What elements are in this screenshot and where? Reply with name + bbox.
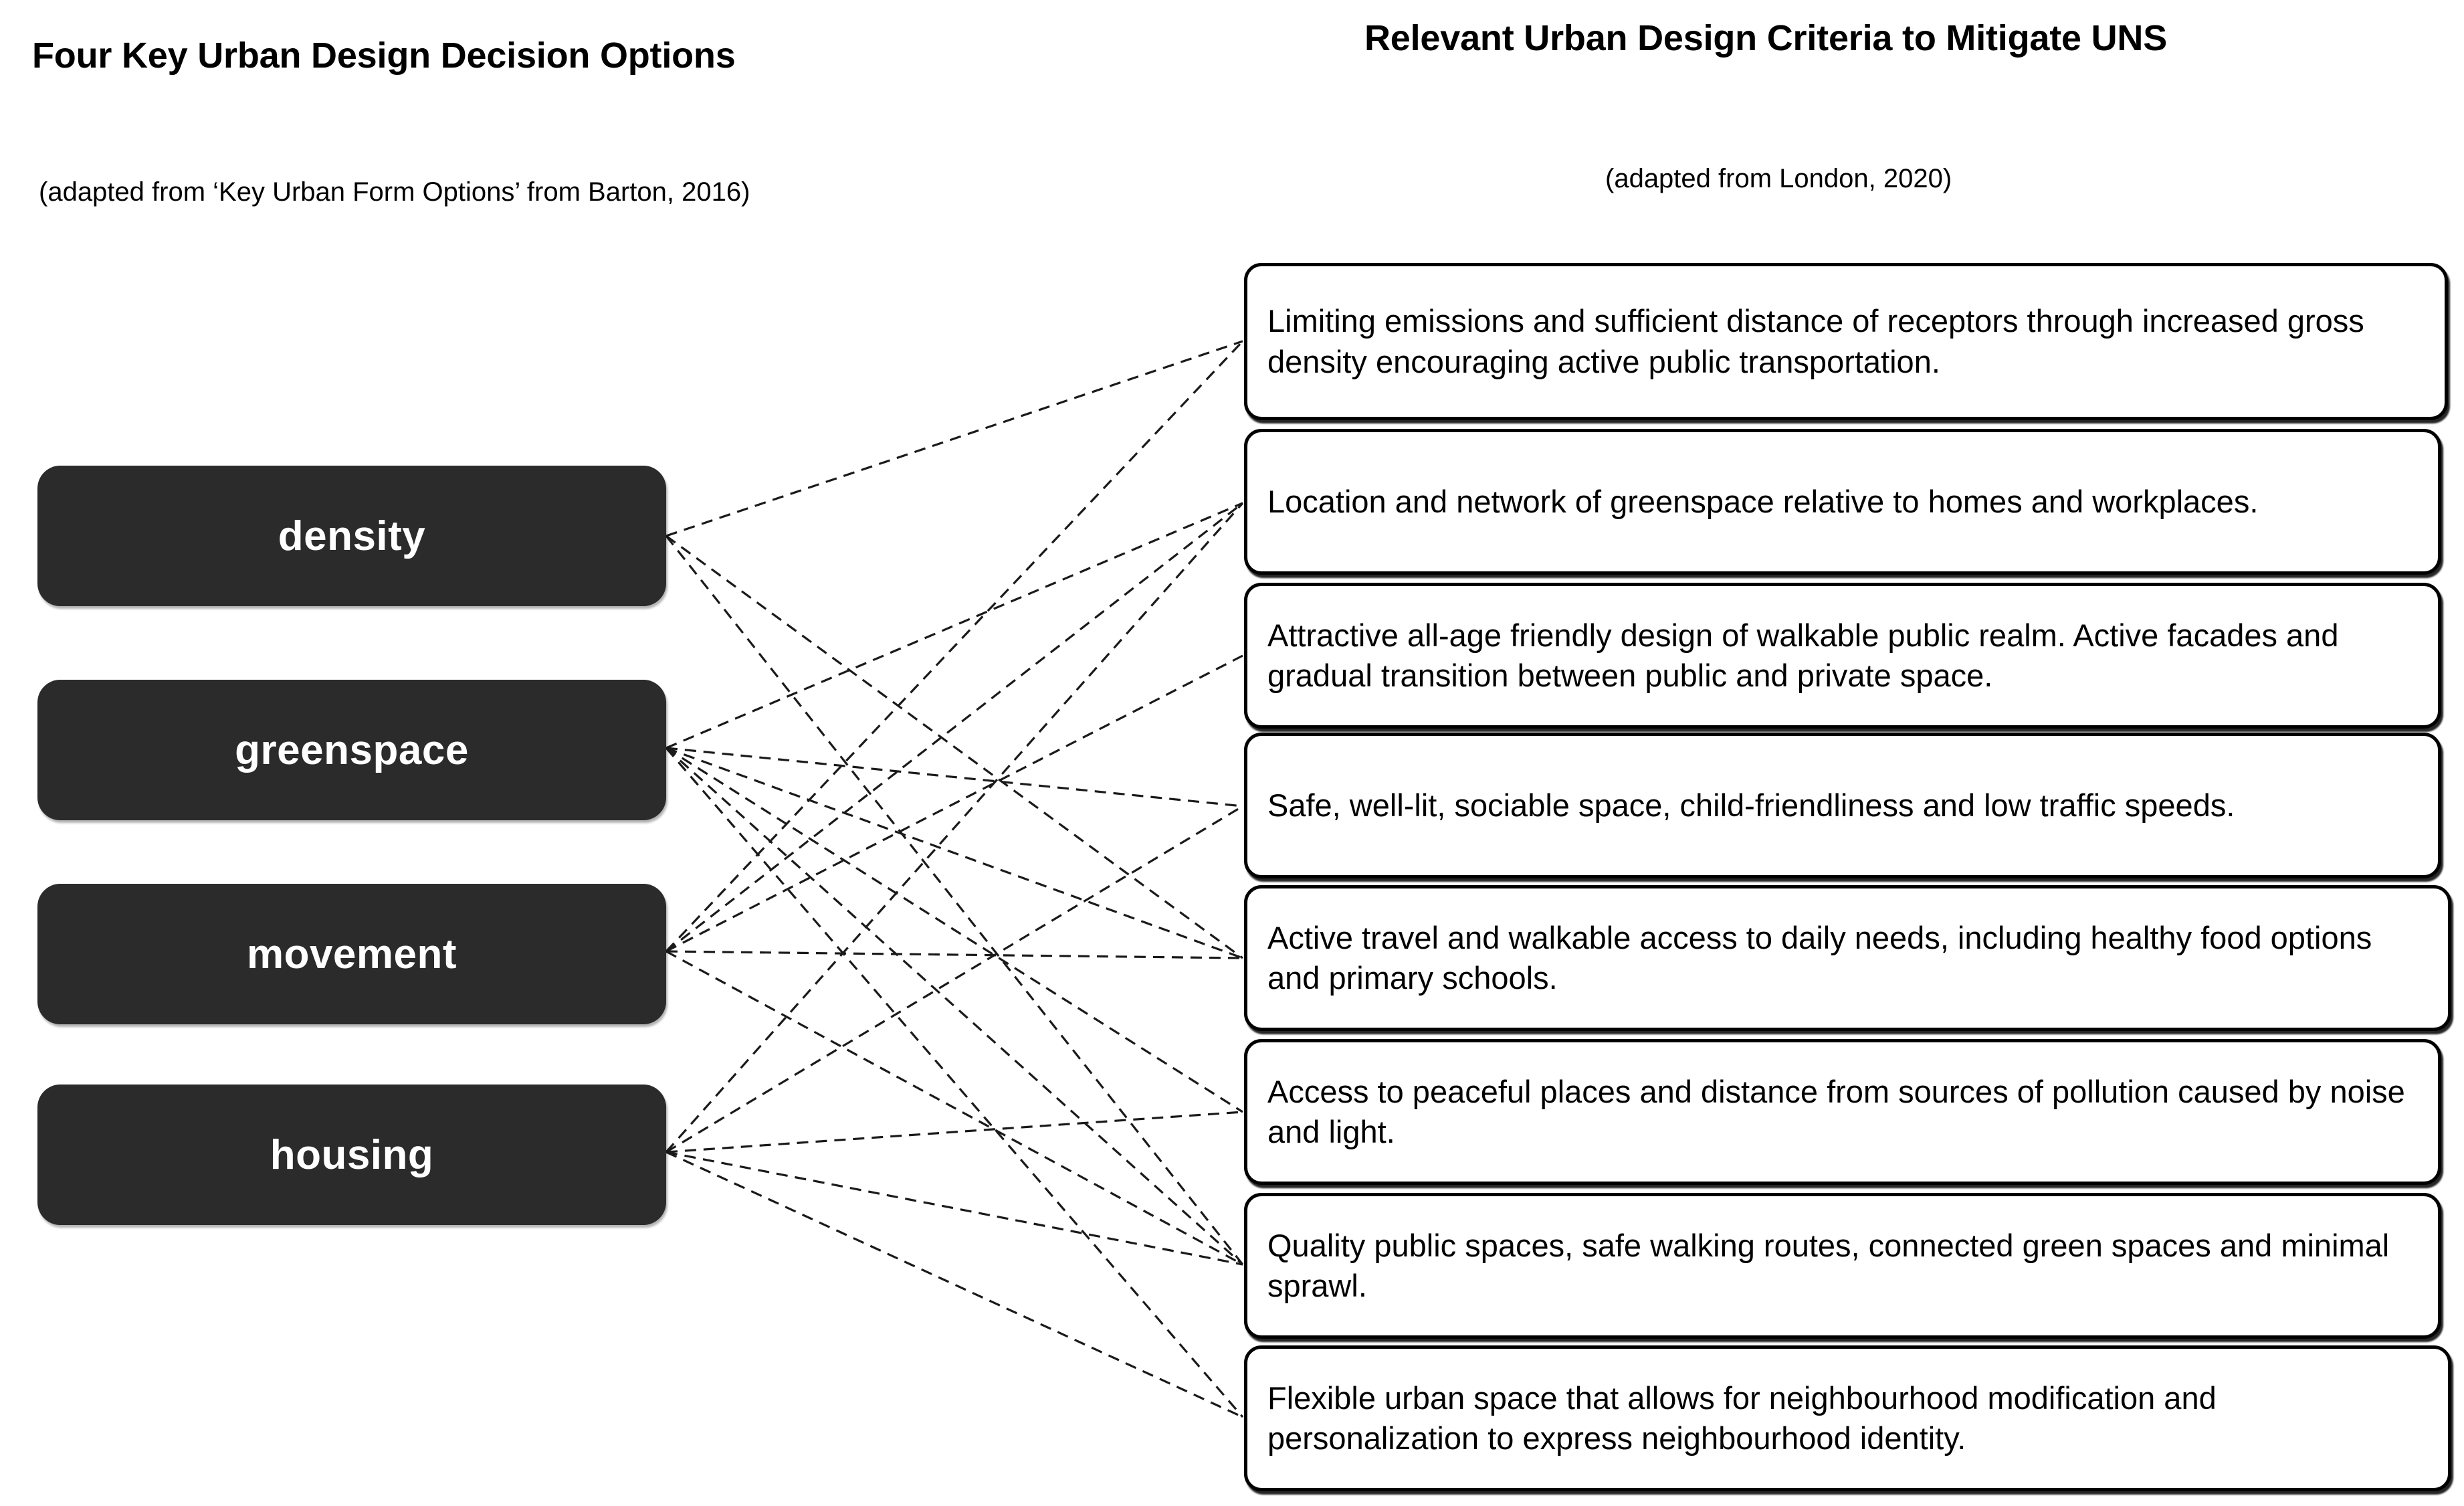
connector-movement-to-c2 (665, 502, 1243, 953)
option-label: movement (246, 931, 457, 977)
criteria-text: Location and network of greenspace relat… (1267, 483, 2259, 519)
criteria-box[interactable]: Attractive all-age friendly design of wa… (1244, 583, 2441, 729)
criteria-box[interactable]: Limiting emissions and sufficient distan… (1244, 263, 2448, 420)
connector-housing-to-c7 (665, 1151, 1243, 1266)
criteria-text: Limiting emissions and sufficient distan… (1267, 303, 2364, 379)
option-label: housing (270, 1131, 434, 1178)
right-column-subheading: (adapted from London, 2020) (1605, 164, 1952, 193)
connector-movement-to-c3 (665, 654, 1243, 953)
criteria-text: Quality public spaces, safe walking rout… (1267, 1227, 2390, 1303)
connector-greenspace-to-c6 (665, 747, 1243, 1113)
connector-greenspace-to-c7 (665, 747, 1244, 1266)
connector-housing-to-c6 (665, 1111, 1243, 1153)
connector-housing-to-c2 (665, 502, 1244, 1153)
option-node-density[interactable]: density (37, 466, 666, 606)
option-label: greenspace (235, 727, 469, 773)
connector-density-to-c7 (665, 535, 1244, 1265)
criteria-text: Access to peaceful places and distance f… (1267, 1073, 2405, 1149)
connector-density-to-c5 (665, 535, 1243, 959)
connector-movement-to-c1 (665, 340, 1244, 953)
criteria-text: Safe, well-lit, sociable space, child-fr… (1267, 787, 2235, 823)
connector-greenspace-to-c4 (665, 747, 1243, 808)
criteria-box[interactable]: Flexible urban space that allows for nei… (1244, 1345, 2451, 1491)
connector-greenspace-to-c5 (665, 747, 1243, 959)
option-node-greenspace[interactable]: greenspace (37, 680, 666, 820)
connector-movement-to-c5 (665, 950, 1243, 959)
option-node-movement[interactable]: movement (37, 884, 666, 1024)
left-column-heading: Four Key Urban Design Decision Options (32, 35, 736, 76)
criteria-text: Active travel and walkable access to dai… (1267, 919, 2372, 996)
criteria-box[interactable]: Access to peaceful places and distance f… (1244, 1039, 2441, 1185)
connector-density-to-c1 (665, 340, 1243, 537)
left-column-subheading: (adapted from ‘Key Urban Form Options’ f… (39, 177, 750, 207)
connector-greenspace-to-c8 (665, 747, 1244, 1418)
connector-greenspace-to-c2 (665, 502, 1243, 749)
connector-housing-to-c8 (665, 1151, 1243, 1418)
criteria-box[interactable]: Quality public spaces, safe walking rout… (1244, 1193, 2441, 1339)
option-node-housing[interactable]: housing (37, 1085, 666, 1225)
connector-movement-to-c7 (665, 950, 1243, 1266)
criteria-text: Flexible urban space that allows for nei… (1267, 1380, 2217, 1456)
connector-housing-to-c4 (665, 805, 1243, 1153)
right-column-heading: Relevant Urban Design Criteria to Mitiga… (1364, 18, 2168, 58)
option-label: density (278, 512, 426, 559)
criteria-box[interactable]: Location and network of greenspace relat… (1244, 429, 2441, 575)
criteria-box[interactable]: Active travel and walkable access to dai… (1244, 885, 2451, 1031)
criteria-box[interactable]: Safe, well-lit, sociable space, child-fr… (1244, 733, 2441, 878)
criteria-text: Attractive all-age friendly design of wa… (1267, 617, 2339, 693)
